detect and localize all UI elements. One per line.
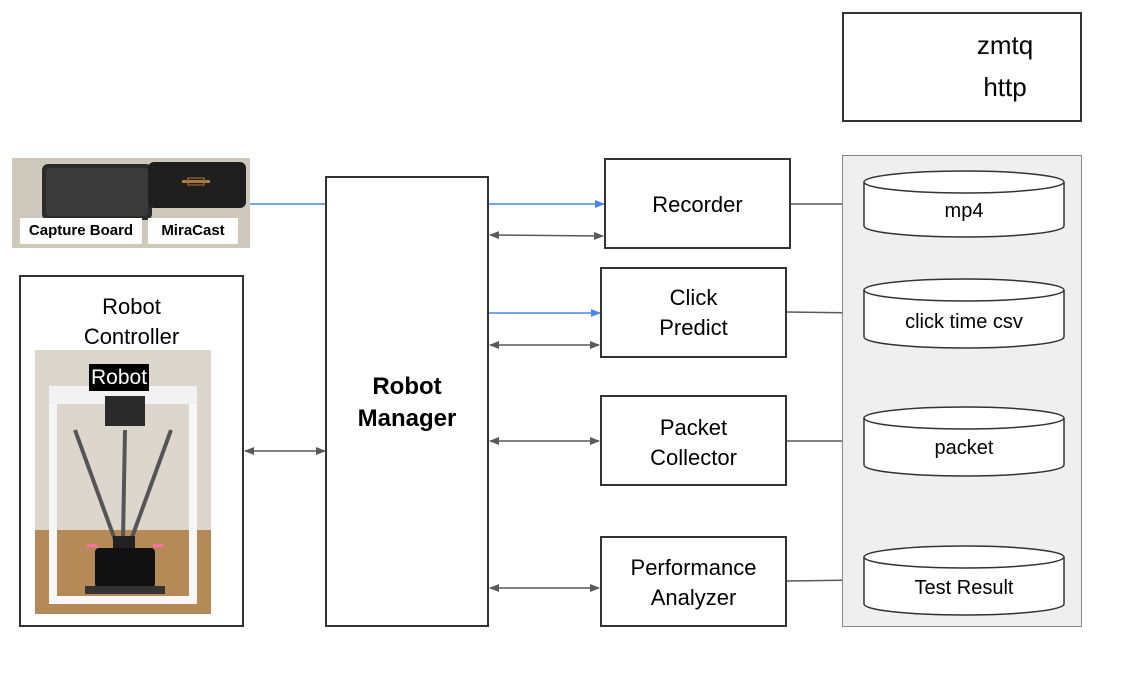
robot-photo: Robot [35, 350, 211, 614]
performance-analyzer-line1: Performance [630, 555, 757, 580]
edge-manager-recorder-http [489, 231, 604, 240]
click-predict-line2: Predict [659, 315, 728, 340]
legend-http-label: http [983, 72, 1027, 102]
cylinder-csv [863, 278, 1065, 349]
miracast-label: MiraCast [148, 218, 238, 244]
robot-manager-box [325, 176, 489, 627]
recorder-label: Recorder [652, 192, 743, 217]
recorder-box [604, 158, 791, 249]
robot-manager-line1: Robot [372, 373, 442, 400]
packet-collector-box [600, 395, 787, 486]
click-predict-box [600, 267, 787, 358]
capture-board-label: Capture Board [20, 218, 142, 244]
robot-controller-title-line1: Robot [102, 294, 161, 319]
cylinder-result [863, 545, 1065, 616]
robot-image [35, 350, 211, 614]
storage-csv-label: click time csv [905, 311, 1023, 333]
click-predict-line1: Click [669, 285, 718, 310]
storage-packet-label: packet [934, 437, 994, 459]
performance-analyzer-box [600, 536, 787, 627]
capture-photo: Capture Board MiraCast [12, 158, 250, 248]
cylinder-packet [863, 406, 1065, 477]
robot-controller-title-line2: Controller [83, 324, 180, 349]
robot-manager-line2: Manager [357, 405, 457, 432]
performance-analyzer-line2: Analyzer [650, 585, 737, 610]
robot-photo-tag: Robot [89, 364, 150, 391]
packet-collector-line1: Packet [659, 415, 728, 440]
storage-result-label: Test Result [914, 577, 1014, 599]
legend-box [842, 12, 1082, 122]
storage-mp4-label: mp4 [944, 200, 984, 222]
legend-zmtq-label: zmtq [976, 30, 1034, 60]
cylinder-mp4 [863, 170, 1065, 238]
packet-collector-line2: Collector [650, 445, 737, 470]
